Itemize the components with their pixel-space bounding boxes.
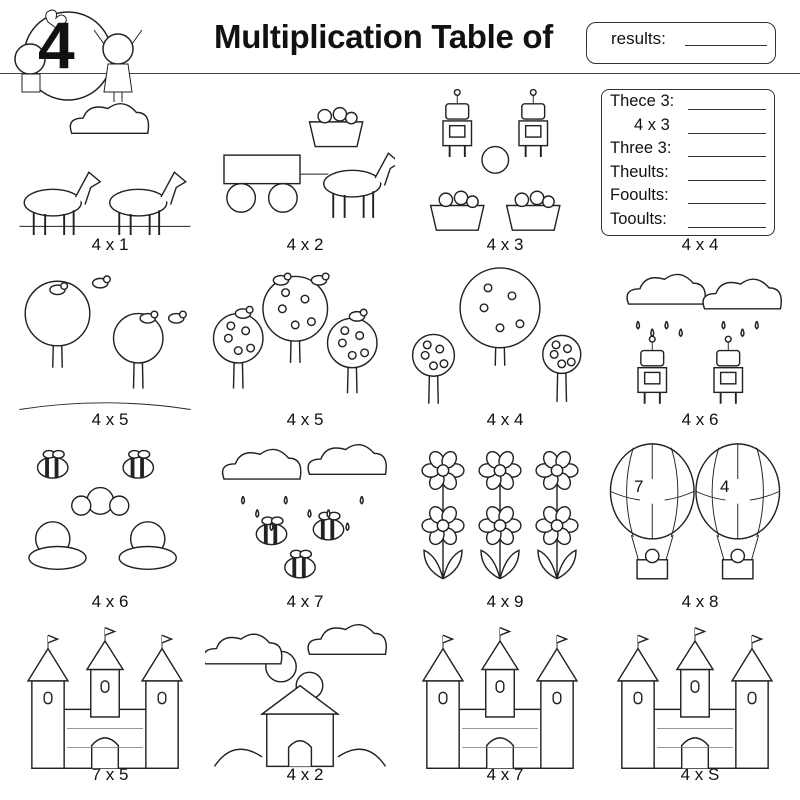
kids-circle-illustration [14, 9, 143, 102]
page-title: Multiplication Table of [214, 18, 553, 55]
problem-label: 4 x 2 [286, 765, 324, 784]
problem-cell-6: 4 x 5 [205, 265, 405, 445]
answer-row-label: Tooults: [610, 210, 667, 228]
answer-row-label: Three 3: [610, 139, 672, 157]
problem-label: 4 x 3 [486, 235, 524, 254]
answer-row-label: Theults: [610, 163, 669, 181]
answer-line[interactable] [688, 109, 766, 110]
header-divider [0, 73, 800, 74]
problem-label: 4 x 5 [91, 410, 129, 429]
problem-cell-11: 4 x 9 [405, 440, 605, 620]
problem-cell-16: 4 x S [600, 620, 800, 800]
problem-label: 4 x 5 [286, 410, 324, 429]
problem-label: 4 x 8 [681, 592, 719, 611]
problem-label: 4 x S [680, 765, 720, 784]
problem-label: 4 x 1 [91, 235, 129, 254]
problem-cell-4: 4 x 4 [600, 80, 800, 260]
results-answer-line[interactable] [685, 45, 767, 46]
answer-line[interactable] [688, 133, 766, 134]
castle-illustration [421, 627, 579, 769]
table-number: 4 [38, 8, 75, 82]
problem-cell-3: 4 x 3 [405, 80, 605, 260]
castle-balloons-illustration [205, 624, 387, 768]
problem-label: 4 x 7 [486, 765, 524, 784]
robots-baskets-illustration [429, 88, 561, 231]
problem-label: 4 x 4 [486, 410, 524, 429]
problem-cell-1: 4 x 1 [10, 80, 210, 260]
castle-illustration [26, 627, 184, 769]
horses-illustration [19, 103, 191, 235]
problem-label: 7 x 5 [91, 765, 129, 784]
problem-label: 4 x 6 [681, 410, 719, 429]
cart-illustration [223, 106, 395, 218]
problem-cell-2: 4 x 2 [205, 80, 405, 260]
balloon-number: 7 [634, 477, 644, 496]
balloons-illustration [609, 443, 781, 580]
answer-row-label: 4 x 3 [634, 116, 670, 134]
clouds-robots-illustration [626, 273, 782, 404]
problem-cell-14: 4 x 2 [205, 620, 405, 800]
problem-cell-9: 4 x 6 [10, 440, 210, 620]
results-box: results: [586, 22, 776, 64]
apple-trees-birds-illustration [212, 272, 378, 394]
answer-line[interactable] [688, 203, 766, 204]
answer-line[interactable] [688, 227, 766, 228]
problem-cell-7: 4 x 4 [405, 265, 605, 445]
trees-birds-illustration [19, 275, 191, 410]
problem-label: 4 x 4 [681, 235, 719, 254]
answer-row-label: Thece 3: [610, 92, 675, 110]
results-label: results: [611, 29, 666, 48]
problem-cell-5: 4 x 5 [10, 265, 210, 445]
problem-cell-12: 4 x 8 7 4 [600, 440, 800, 620]
problem-cell-10: 4 x 7 [205, 440, 405, 620]
problem-cell-13: 7 x 5 [10, 620, 210, 800]
answer-row-label: Fooults: [610, 186, 669, 204]
answer-line[interactable] [688, 180, 766, 181]
problem-label: 4 x 2 [286, 235, 324, 254]
answer-line[interactable] [688, 156, 766, 157]
problem-cell-8: 4 x 6 [600, 265, 800, 445]
flowers-illustration [421, 450, 579, 580]
problem-label: 4 x 6 [91, 592, 129, 611]
apple-trees-illustration [411, 267, 582, 404]
problem-label: 4 x 9 [486, 592, 524, 611]
problem-label: 4 x 7 [286, 592, 324, 611]
balloon-number: 4 [720, 477, 730, 496]
answer-box: Thece 3: 4 x 3 Three 3: Theults: Fooults… [601, 89, 775, 236]
clouds-bees-illustration [221, 444, 387, 579]
bees-animals-illustration [28, 449, 177, 570]
problem-cell-15: 4 x 7 [405, 620, 605, 800]
castle-illustration [616, 627, 774, 769]
